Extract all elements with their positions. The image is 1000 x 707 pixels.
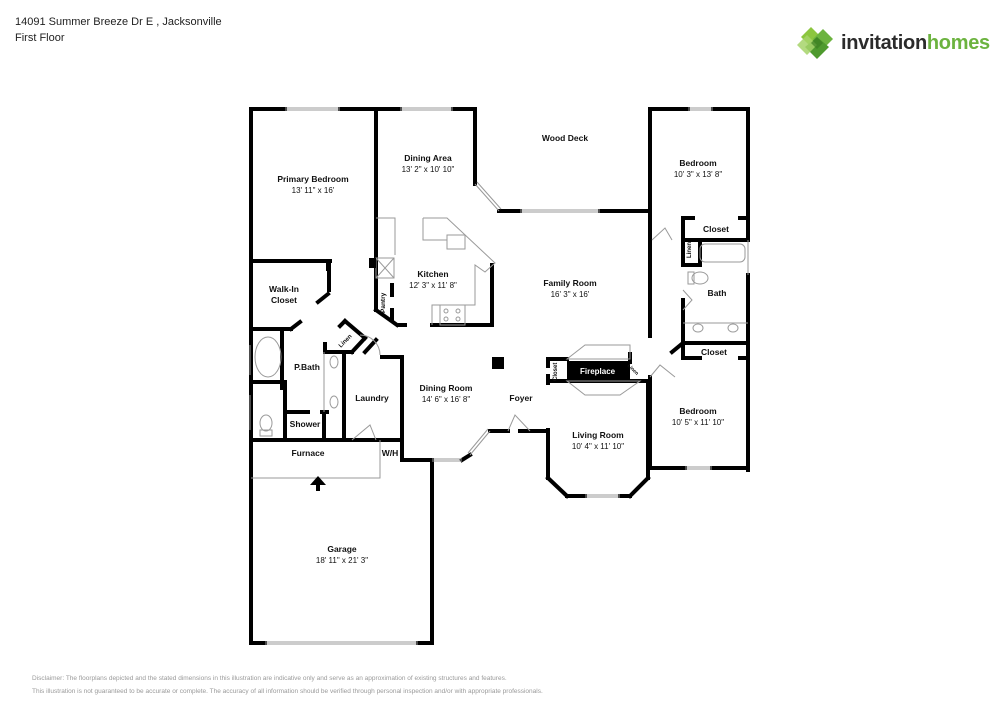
room-dining-room: Dining Room 14' 6" x 16' 8" (420, 383, 473, 405)
room-family-room: Family Room 16' 3" x 16' (543, 278, 596, 300)
brand-logo: invitationhomes (797, 25, 990, 61)
room-name: Dining Area (404, 153, 452, 163)
room-name: Primary Bedroom (277, 174, 349, 184)
logo-word-homes: homes (926, 31, 990, 54)
room-closet-se: Closet (701, 347, 727, 358)
room-dims: 13' 11" x 16' (291, 186, 335, 195)
room-name: Walk-In (269, 284, 299, 294)
room-dims: 18' 11" x 21' 3" (315, 556, 369, 565)
room-shower: Shower (290, 419, 321, 430)
room-name: Closet (701, 347, 727, 357)
disclaimer-line-2: This illustration is not guaranteed to b… (32, 688, 543, 695)
room-primary-bedroom: Primary Bedroom 13' 11" x 16' (277, 174, 348, 196)
room-living-room: Living Room 10' 4" x 11' 10" (572, 430, 624, 452)
room-closet-ne: Closet (703, 224, 729, 235)
room-name: Laundry (355, 393, 389, 403)
room-name: Closet (703, 224, 729, 234)
room-dims: 10' 5" x 11' 10" (671, 418, 725, 427)
room-dims: 10' 3" x 13' 8" (673, 170, 723, 179)
room-linen-ne: Linen (687, 242, 693, 258)
room-name: Dining Room (419, 383, 473, 393)
disclaimer-line-1: Disclaimer: The floorplans depicted and … (32, 675, 507, 682)
room-name: Garage (327, 544, 357, 554)
room-water-heater: W/H (382, 448, 399, 459)
room-name: Family Room (543, 278, 597, 288)
room-bath: Bath (708, 288, 727, 299)
room-name: Wood Deck (541, 133, 589, 143)
disclaimer: Disclaimer: The floorplans depicted and … (32, 672, 543, 698)
garage-entry-arrow-icon (310, 476, 326, 491)
room-garage: Garage 18' 11" x 21' 3" (316, 544, 368, 566)
room-closet-fireplace: Closet (553, 362, 559, 381)
property-address: 14091 Summer Breeze Dr E , Jacksonville (15, 16, 222, 28)
room-dims: 16' 3" x 16' (550, 290, 590, 299)
room-name: Kitchen (417, 269, 449, 279)
logo-word-invitation: invitation (841, 31, 927, 54)
room-name: W/H (381, 448, 399, 458)
floor-label: First Floor (15, 32, 65, 44)
room-bedroom-ne: Bedroom 10' 3" x 13' 8" (674, 158, 722, 180)
room-dims: 13' 2" x 10' 10" (401, 165, 455, 174)
room-name: Foyer (509, 393, 533, 403)
room-wood-deck: Wood Deck (542, 133, 588, 144)
room-fireplace: Fireplace (580, 367, 616, 376)
room-laundry: Laundry (355, 393, 389, 404)
room-foyer: Foyer (509, 393, 532, 404)
room-bedroom-se: Bedroom 10' 5" x 11' 10" (672, 406, 724, 428)
room-name: Furnace (291, 448, 325, 458)
room-name-line2: Closet (271, 295, 297, 305)
header: 14091 Summer Breeze Dr E , Jacksonville … (15, 14, 222, 46)
room-name: Shower (289, 419, 321, 429)
room-p-bath: P.Bath (294, 362, 320, 373)
room-dims: 14' 6" x 16' 8" (421, 395, 471, 404)
room-name: Bedroom (679, 158, 717, 168)
room-name: Living Room (572, 430, 624, 440)
room-dims: 12' 3" x 11' 8" (409, 281, 457, 290)
room-name: Bath (707, 288, 727, 298)
room-dims: 10' 4" x 11' 10" (571, 442, 625, 451)
logo-diamond-icon (797, 27, 833, 59)
room-furnace: Furnace (291, 448, 324, 459)
room-name: P.Bath (294, 362, 320, 372)
room-pantry: Pantry (380, 292, 387, 313)
room-name: Bedroom (679, 406, 717, 416)
room-dining-area: Dining Area 13' 2" x 10' 10" (402, 153, 455, 175)
room-kitchen: Kitchen 12' 3" x 11' 8" (409, 269, 457, 291)
